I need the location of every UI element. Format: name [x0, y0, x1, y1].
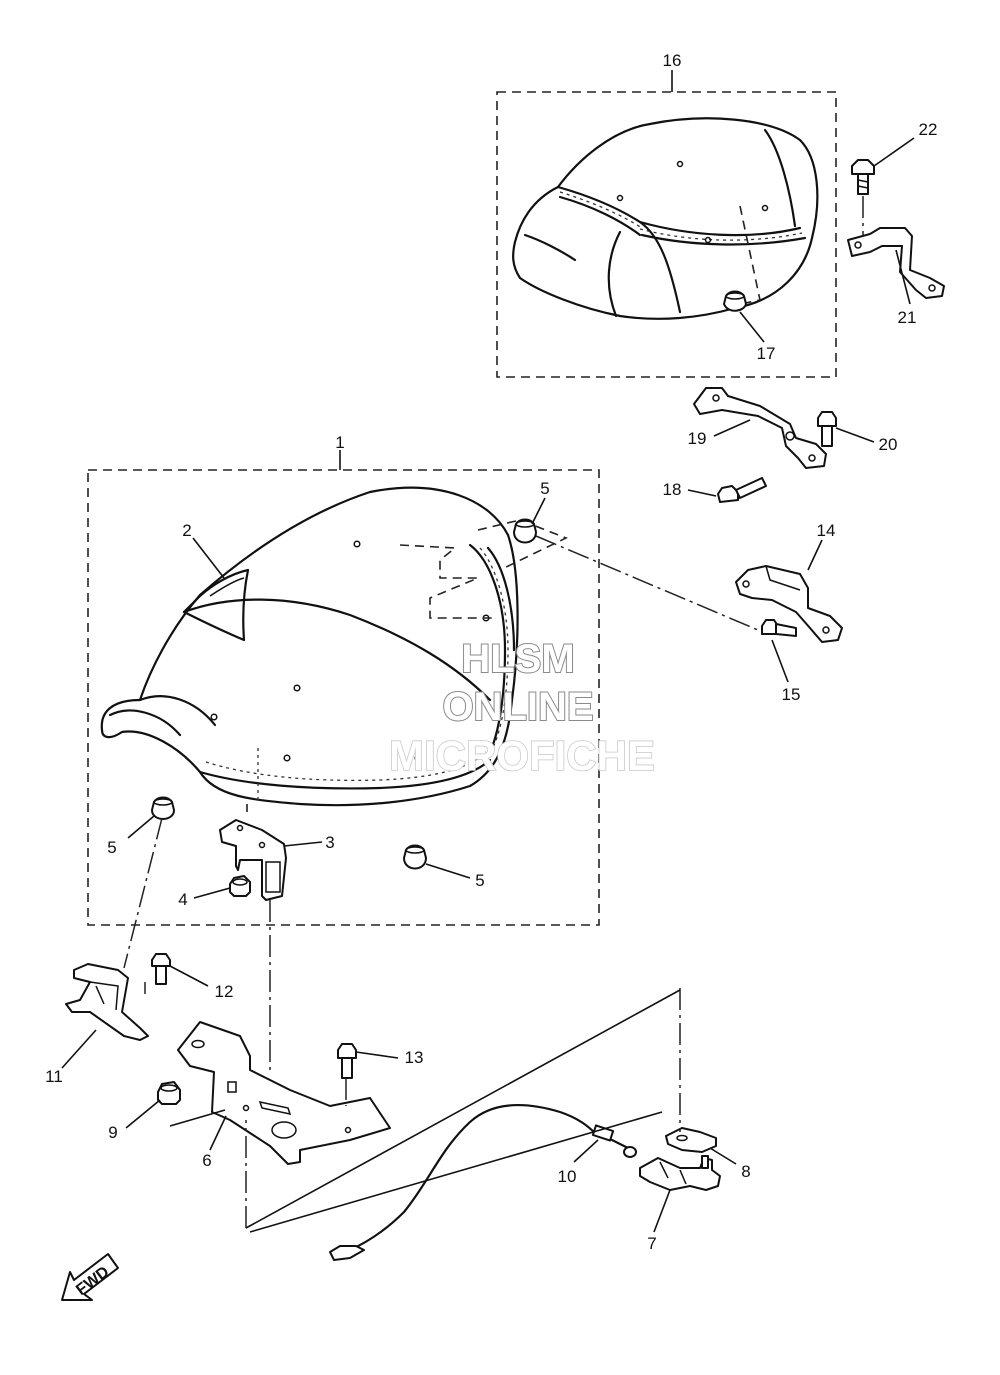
callout-9: 9	[108, 1123, 117, 1142]
damper-5-top	[513, 518, 537, 544]
callout-18: 18	[663, 480, 682, 499]
callout-6: 6	[202, 1151, 211, 1170]
callout-8: 8	[741, 1162, 750, 1181]
callout-3: 3	[325, 833, 334, 852]
rear-seat	[512, 117, 819, 320]
callout-10: 10	[558, 1167, 577, 1186]
watermark-line1: HLSM	[461, 637, 574, 681]
bolt-18	[717, 477, 767, 503]
watermark-line2: ONLINE	[442, 685, 593, 729]
nut-9	[157, 1081, 181, 1105]
nut-4	[229, 875, 251, 897]
bracket-21	[847, 227, 945, 299]
bracket-11	[65, 963, 149, 1041]
damper-17	[723, 290, 747, 312]
main-seat	[100, 486, 568, 812]
plate-6	[177, 1021, 391, 1165]
damper-5-bottom	[403, 844, 427, 870]
callout-21: 21	[898, 308, 917, 327]
lock-7	[639, 1155, 721, 1191]
bolt-20	[817, 411, 837, 447]
callout-15: 15	[782, 685, 801, 704]
bolt-13	[337, 1043, 357, 1079]
callout-14: 14	[817, 521, 836, 540]
bolt-12	[151, 953, 171, 985]
callout-5-left: 5	[107, 838, 116, 857]
damper-5-left	[151, 796, 175, 820]
callout-7: 7	[647, 1234, 656, 1253]
callout-20: 20	[879, 435, 898, 454]
assembly-box-1	[87, 469, 600, 926]
callout-16: 16	[663, 51, 682, 70]
bolt-15	[761, 619, 797, 637]
callout-2: 2	[182, 521, 191, 540]
cable-10	[329, 1104, 637, 1261]
bolt-22	[851, 159, 875, 195]
callout-5-top: 5	[540, 479, 549, 498]
bracket-14	[735, 565, 843, 643]
callout-4: 4	[178, 890, 187, 909]
callout-13: 13	[405, 1048, 424, 1067]
callout-17: 17	[757, 344, 776, 363]
callout-5-bottom: 5	[475, 871, 484, 890]
watermark-line3: MICROFICHE	[389, 732, 655, 779]
callout-12: 12	[215, 982, 234, 1001]
plate-8	[665, 1127, 717, 1153]
assembly-box-16	[496, 91, 837, 378]
bracket-19	[693, 387, 827, 469]
callout-11: 11	[45, 1067, 63, 1086]
callout-19: 19	[688, 429, 707, 448]
bracket-3	[219, 819, 287, 901]
callout-22: 22	[919, 120, 938, 139]
callout-1: 1	[335, 433, 344, 452]
fwd-arrow-icon: FWD	[61, 1253, 119, 1301]
